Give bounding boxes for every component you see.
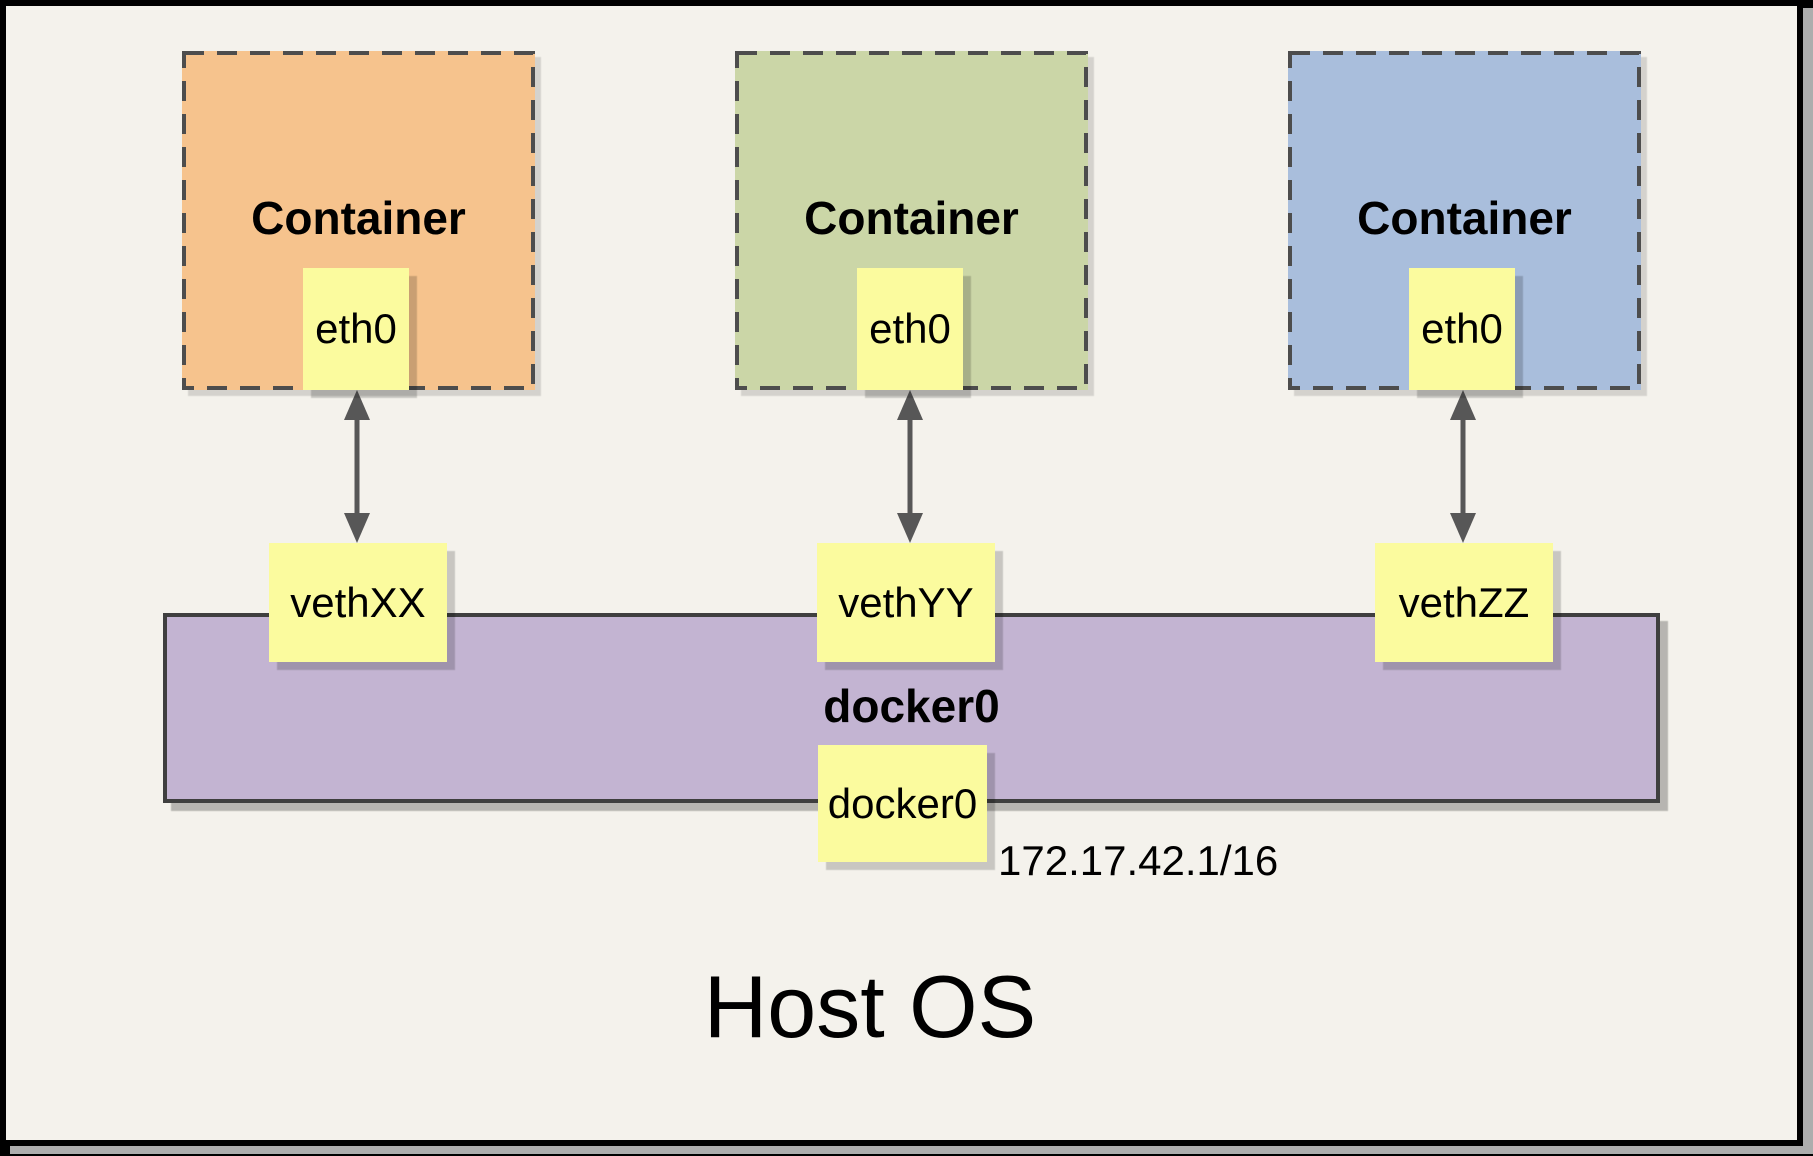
eth0-node-1: eth0 — [303, 268, 409, 390]
double-arrow-connector-1 — [344, 390, 370, 543]
double-arrow-connector-2 — [897, 390, 923, 543]
docker0-interface-node: docker0 — [818, 745, 987, 862]
veth-node-2: vethYY — [817, 543, 995, 662]
eth0-node-2: eth0 — [857, 268, 963, 390]
bridge-ip-address: 172.17.42.1/16 — [998, 837, 1279, 884]
eth0-node-3: eth0 — [1409, 268, 1515, 390]
veth-node-3: vethZZ — [1375, 543, 1553, 662]
docker0-bridge-title: docker0 — [823, 680, 1000, 732]
double-arrow-connector-3 — [1450, 390, 1476, 543]
veth-node-1: vethXX — [269, 543, 447, 662]
container-title: Container — [1357, 192, 1572, 244]
container-title: Container — [804, 192, 1019, 244]
host-os-label: Host OS — [703, 957, 1037, 1056]
container-title: Container — [251, 192, 466, 244]
